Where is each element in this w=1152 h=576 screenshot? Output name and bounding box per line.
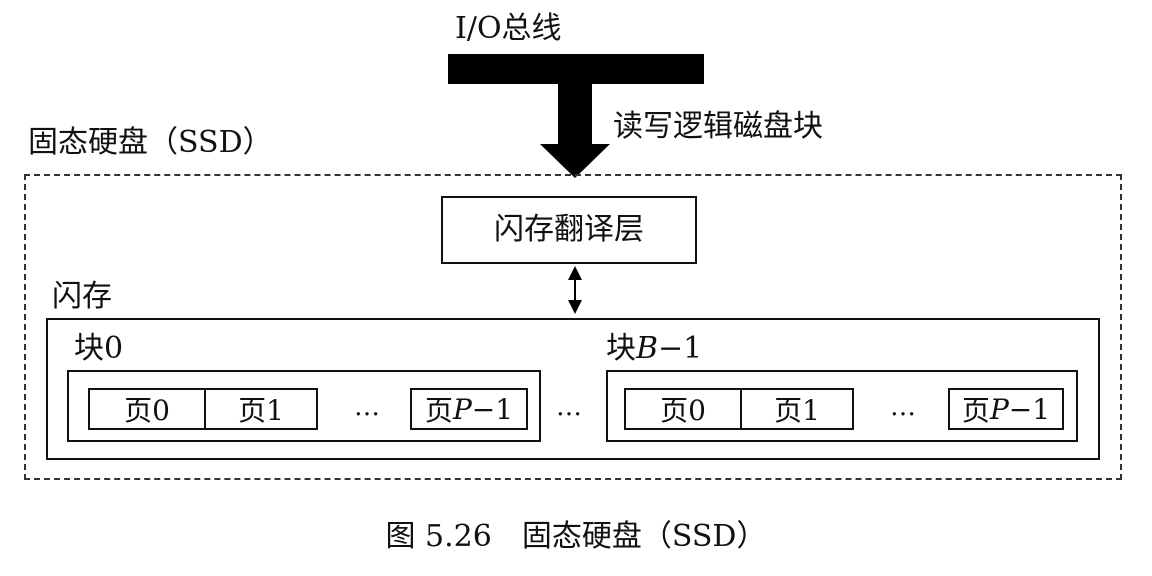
block-last-suffix: −1: [658, 331, 703, 366]
page-0: 页0: [90, 390, 204, 428]
page-1: 页1: [740, 390, 852, 428]
ssd-label: 固态硬盘（SSD）: [28, 125, 273, 160]
page-0-label: 页0: [124, 394, 170, 427]
block-0-page-ellipsis: …: [354, 392, 382, 422]
page-last-var: P: [989, 392, 1009, 426]
ftl-label: 闪存翻译层: [494, 212, 644, 247]
page-0-label: 页0: [660, 394, 706, 427]
ssd-container: [24, 174, 1122, 480]
flash-container: [46, 318, 1100, 460]
block-0-pages-group: 页0 页1: [88, 388, 318, 430]
flash-translation-layer-box: 闪存翻译层: [441, 196, 697, 264]
page-0: 页0: [626, 390, 740, 428]
block-last-prefix: 块: [606, 331, 636, 366]
io-bus-bar: [448, 54, 704, 84]
ftl-flash-down-arrowhead: [568, 300, 582, 314]
bus-arrow-shaft: [558, 84, 592, 144]
page-last-suffix: −1: [1008, 392, 1051, 426]
block-last-var: B: [636, 331, 659, 366]
figure-caption: 图 5.26 固态硬盘（SSD）: [385, 519, 767, 554]
block-last-page-ellipsis: …: [890, 392, 918, 422]
block-last-label: 块B−1: [606, 334, 702, 364]
page-last-prefix: 页: [424, 394, 453, 427]
page-1-label: 页1: [774, 394, 820, 427]
page-1: 页1: [204, 390, 316, 428]
page-1-label: 页1: [238, 394, 284, 427]
page-last-prefix: 页: [961, 394, 990, 427]
read-write-label: 读写逻辑磁盘块: [613, 109, 823, 144]
page-last-suffix: −1: [471, 392, 514, 426]
block-0-label: 块0: [74, 331, 124, 366]
block-last-pages-group: 页0 页1: [624, 388, 854, 430]
io-bus-label: I/O总线: [455, 11, 562, 46]
flash-label: 闪存: [52, 279, 112, 314]
ftl-flash-up-arrowhead: [568, 266, 582, 280]
bus-arrow-head: [540, 144, 610, 178]
page-last-var: P: [452, 392, 472, 426]
between-blocks-ellipsis: …: [556, 392, 584, 422]
